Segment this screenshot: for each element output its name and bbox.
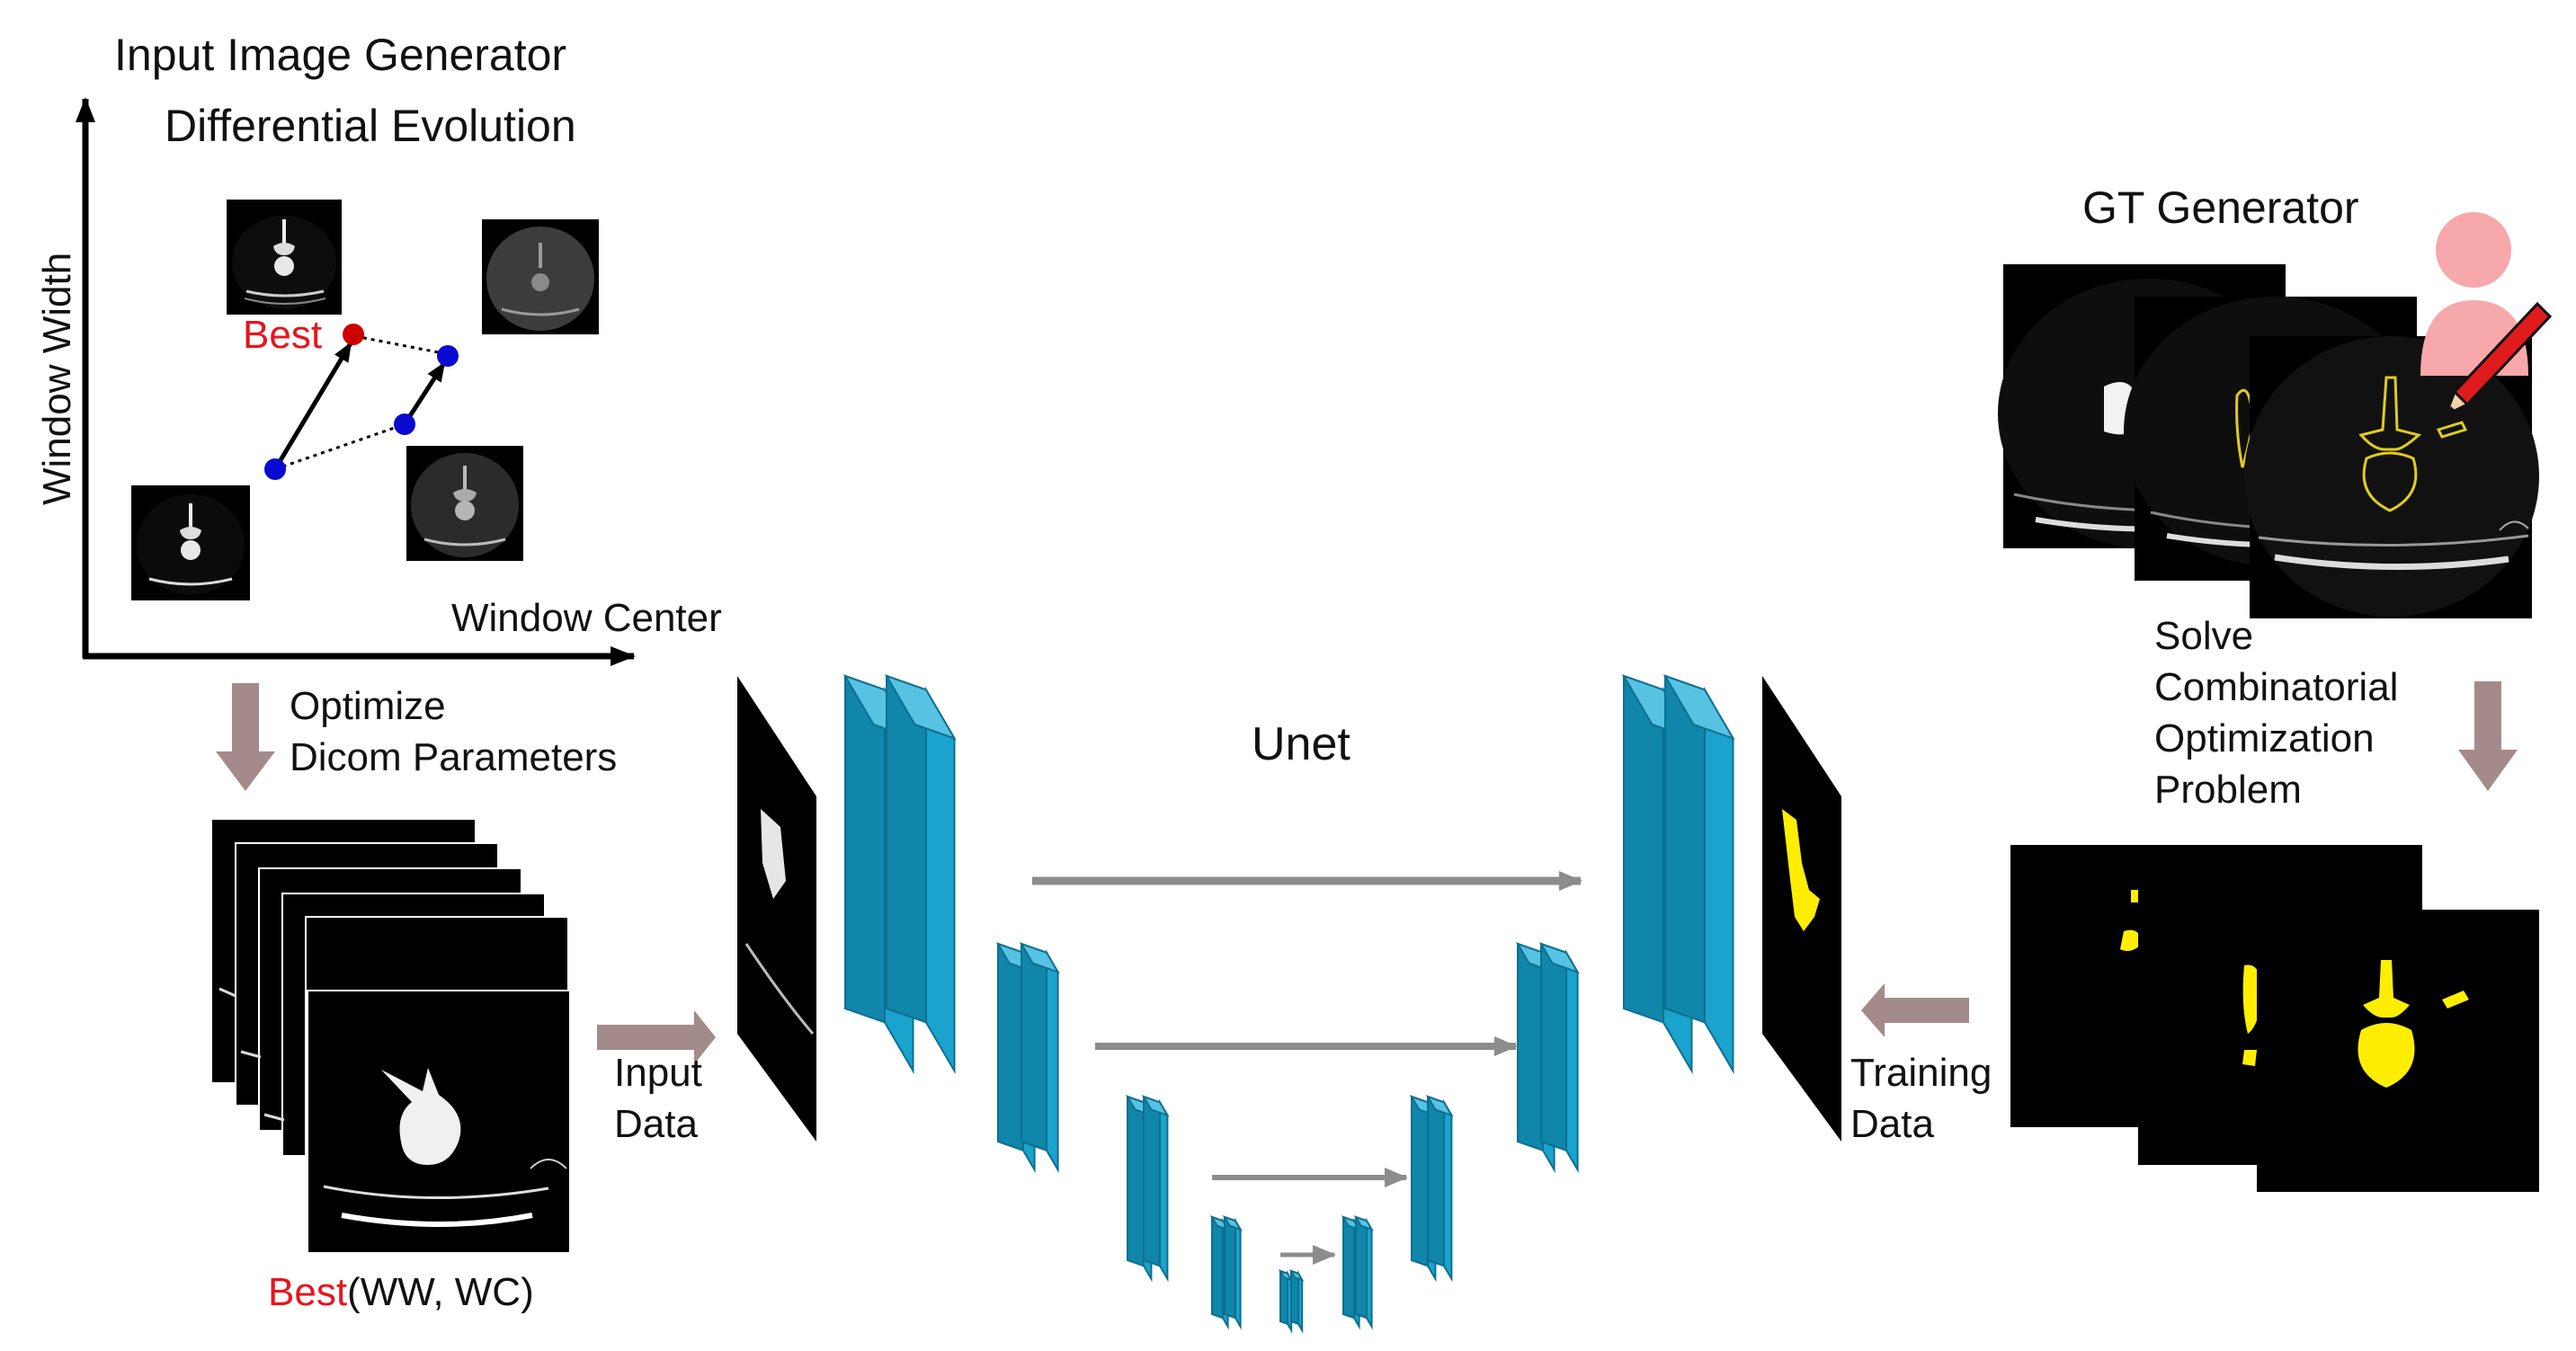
unet-block-dec4a-side: [1342, 1215, 1355, 1320]
y-axis-label: Window Width: [35, 253, 79, 505]
de-dotted-line-2: [354, 334, 449, 356]
unet-block-enc1b-top: [884, 674, 957, 741]
unet-block-enc3a-side: [1127, 1095, 1145, 1267]
unet-block-dec2b-front: [1565, 949, 1579, 1174]
ct-thumbnail-best: [227, 200, 342, 315]
unet-block-enc3b-side: [1143, 1095, 1161, 1267]
unet-title: Unet: [1252, 718, 1350, 770]
unet-block-enc3b-top: [1141, 1095, 1170, 1117]
best-result-highlight: Best: [268, 1270, 347, 1314]
de-arrow-1: [272, 342, 353, 471]
input-data-arrow: [597, 1010, 716, 1064]
best-label: Best: [243, 313, 322, 357]
solve-label-line1: Solve: [2154, 614, 2253, 658]
gt-mask-stack: [2010, 845, 2539, 1192]
unet-block-enc4b-front: [1235, 1217, 1242, 1330]
solve-label-line3: Optimization: [2154, 716, 2375, 760]
unet-block-dec3b-top: [1425, 1095, 1454, 1117]
solve-label-line2: Combinatorial: [2154, 665, 2398, 709]
unet-block-enc4b: [1222, 1215, 1243, 1330]
de-point-upper: [437, 345, 459, 367]
unet-block-dec4b-top: [1353, 1215, 1374, 1231]
unet-block-dec1b-top: [1662, 674, 1735, 741]
unet-block-dec3b-side: [1427, 1095, 1445, 1267]
training-data-label-line1: Training: [1850, 1051, 1992, 1095]
optimize-label-line2: Dicom Parameters: [290, 735, 617, 779]
training-data-arrow: [1861, 983, 1969, 1037]
de-point-mid: [394, 413, 415, 435]
unet-block-dec1a-side: [1623, 674, 1664, 1024]
unet-blocks: [842, 674, 1735, 1334]
unet-block-enc3b: [1141, 1095, 1170, 1283]
unet-block-dec2b-side: [1540, 942, 1567, 1152]
unet-block-dec1b: [1662, 674, 1735, 1075]
unet-block-dec4b-side: [1355, 1215, 1368, 1320]
unet-input-slice: [737, 676, 816, 1142]
unet-block-bottleneck-b-front: [1297, 1270, 1304, 1334]
unet-block-dec1b-front: [1704, 686, 1734, 1075]
title-input-image-generator: Input Image Generator: [114, 30, 566, 80]
unet-block-dec4b: [1353, 1215, 1374, 1330]
ct-thumbnail-bottom-right: [406, 446, 523, 561]
gt-generator-title: GT Generator: [2082, 182, 2359, 233]
best-result-params: (WW, WC): [347, 1270, 534, 1314]
unet-block-bottleneck-b-top: [1288, 1269, 1305, 1282]
input-data-label-line2: Data: [614, 1102, 698, 1146]
unet-block-enc4b-top: [1222, 1215, 1243, 1231]
unet-block-enc2b-front: [1046, 949, 1059, 1174]
de-dotted-line-1: [274, 422, 406, 471]
unet-block-dec1b-side: [1664, 674, 1706, 1024]
unet-block-enc1a-side: [844, 674, 886, 1024]
unet-block-dec3b: [1425, 1095, 1454, 1283]
unet-block-bottleneck-b: [1288, 1269, 1305, 1334]
x-axis-label: Window Center: [451, 596, 722, 640]
unet-block-enc1b-front: [925, 686, 956, 1075]
input-data-label-line1: Input: [614, 1051, 702, 1095]
solve-label-line4: Problem: [2154, 768, 2302, 812]
de-arrow-2: [402, 361, 447, 426]
training-data-label-line2: Data: [1850, 1102, 1934, 1146]
unet-block-enc2b-top: [1019, 942, 1060, 974]
ct-thumbnail-top-right: [482, 219, 599, 334]
best-result-label: Best(WW, WC): [268, 1270, 534, 1314]
de-point-start: [264, 458, 286, 480]
ct-thumbnail-bottom-left: [131, 485, 250, 600]
unet-block-dec4b-front: [1366, 1217, 1373, 1330]
unet-block-enc3b-front: [1159, 1098, 1169, 1283]
unet-block-dec3b-front: [1443, 1098, 1453, 1283]
unet-block-enc1b-side: [886, 674, 927, 1024]
best-ct-stack: [212, 820, 571, 1254]
unet-block-dec3a-side: [1411, 1095, 1429, 1267]
unet-block-enc1b: [884, 674, 957, 1075]
title-differential-evolution: Differential Evolution: [165, 101, 576, 151]
optimize-label-line1: Optimize: [290, 684, 446, 728]
unet-output-slice: [1762, 676, 1841, 1142]
unet-block-dec2b-top: [1538, 942, 1580, 974]
unet-block-dec2b: [1538, 942, 1580, 1174]
de-point-best: [343, 324, 364, 345]
unet-block-enc4a-side: [1211, 1215, 1224, 1320]
pencil-icon: [2443, 301, 2553, 419]
unet-block-enc2a-side: [997, 942, 1024, 1152]
unet-block-enc2b: [1019, 942, 1060, 1174]
unet-block-enc2b-side: [1021, 942, 1047, 1152]
gt-down-arrow: [2458, 681, 2518, 791]
unet-block-bottleneck-a: [1278, 1269, 1294, 1334]
unet-block-enc4b-side: [1224, 1215, 1236, 1320]
optimize-arrow: [216, 683, 275, 791]
unet-block-dec2a-side: [1517, 942, 1544, 1152]
